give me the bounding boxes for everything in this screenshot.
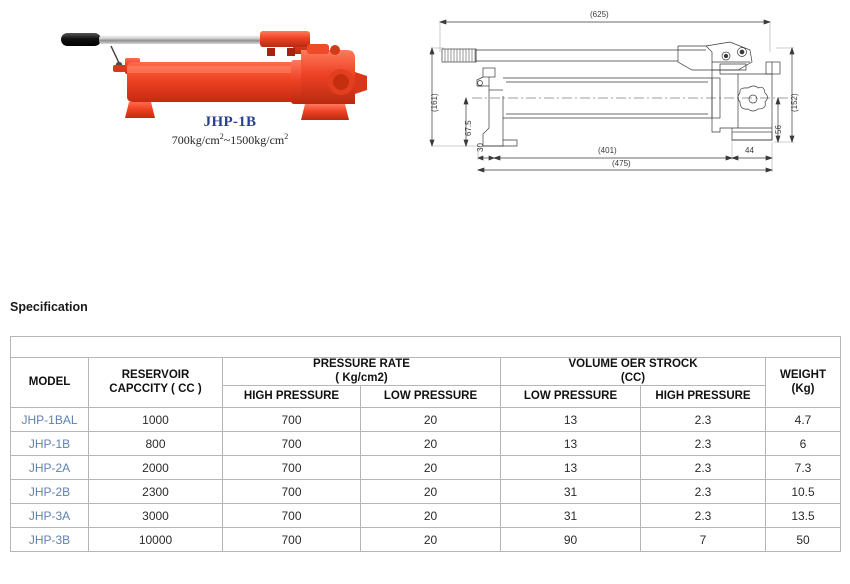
cell-pressure-high: 700 bbox=[222, 527, 361, 553]
cell-volume-low: 31 bbox=[500, 503, 641, 529]
cell-volume-high: 2.3 bbox=[640, 431, 766, 457]
table-row: JHP-2A 2000 700 20 13 2.3 7.3 bbox=[10, 455, 842, 481]
dim-right-small: 56 bbox=[774, 125, 783, 134]
dim-foot-height: 67.5 bbox=[464, 120, 473, 136]
col-header-model: MODEL bbox=[10, 356, 89, 409]
specification-heading: Specification bbox=[10, 300, 88, 314]
cell-weight: 4.7 bbox=[764, 407, 842, 433]
cell-model: JHP-1B bbox=[10, 431, 89, 457]
table-row: JHP-1B 800 700 20 13 2.3 6 bbox=[10, 431, 842, 457]
cell-weight: 6 bbox=[764, 431, 842, 457]
cell-pressure-high: 700 bbox=[222, 455, 361, 481]
cell-weight: 10.5 bbox=[764, 479, 842, 505]
pressure-unit-sup-1: 2 bbox=[219, 132, 224, 141]
col-header-volume-low: LOW PRESSURE bbox=[500, 385, 641, 409]
pump-foot-left bbox=[125, 102, 155, 118]
cell-pressure-low: 20 bbox=[360, 431, 501, 457]
cell-volume-high: 2.3 bbox=[640, 503, 766, 529]
cell-pressure-low: 20 bbox=[360, 455, 501, 481]
cell-weight: 50 bbox=[764, 527, 842, 553]
cell-pressure-high: 700 bbox=[222, 431, 361, 457]
col-header-pressure-rate-line1: PRESSURE RATE bbox=[313, 358, 410, 370]
product-pressure-range: 700kg/cm2~1500kg/cm2 bbox=[110, 132, 350, 148]
col-header-pressure-rate-line2: ( Kg/cm2) bbox=[335, 371, 388, 384]
cell-model: JHP-2B bbox=[10, 479, 89, 505]
cell-reservoir: 2000 bbox=[88, 455, 223, 481]
cell-reservoir: 1000 bbox=[88, 407, 223, 433]
cell-reservoir: 2300 bbox=[88, 479, 223, 505]
pump-foot-right bbox=[301, 104, 349, 120]
cell-model: JHP-3A bbox=[10, 503, 89, 529]
table-row: JHP-1BAL 1000 700 20 13 2.3 4.7 bbox=[10, 407, 842, 433]
specification-table-container: MODEL RESERVOIR CAPCCITY ( CC ) PRESSURE… bbox=[9, 336, 842, 553]
cell-pressure-high: 700 bbox=[222, 503, 361, 529]
cell-volume-high: 7 bbox=[640, 527, 766, 553]
cell-pressure-high: 700 bbox=[222, 479, 361, 505]
dim-overall-length: (625) bbox=[590, 10, 609, 19]
product-overview-section: JHP-1B 700kg/cm2~1500kg/cm2 bbox=[0, 0, 850, 290]
cell-weight: 13.5 bbox=[764, 503, 842, 529]
pressure-range-low: 700kg/cm bbox=[171, 133, 220, 147]
col-header-pressure-low: LOW PRESSURE bbox=[360, 385, 501, 409]
table-header-row-2: HIGH PRESSURE LOW PRESSURE LOW PRESSURE … bbox=[11, 385, 841, 409]
table-row: JHP-3B 10000 700 20 90 7 50 bbox=[10, 527, 842, 553]
technical-drawing: (625) (161) 67.5 30 (401) 44 (475) (152)… bbox=[420, 0, 850, 195]
cell-volume-high: 2.3 bbox=[640, 455, 766, 481]
dim-body-length: (401) bbox=[598, 146, 617, 155]
pressure-range-high: ~1500kg/cm bbox=[223, 133, 285, 147]
cell-pressure-low: 20 bbox=[360, 503, 501, 529]
col-header-weight-line2: (Kg) bbox=[791, 382, 815, 395]
col-header-volume-line2: (CC) bbox=[620, 371, 646, 384]
cell-reservoir: 10000 bbox=[88, 527, 223, 553]
cell-volume-high: 2.3 bbox=[640, 407, 766, 433]
table-body: JHP-1BAL 1000 700 20 13 2.3 4.7 JHP-1B 8… bbox=[10, 407, 842, 553]
col-header-pressure-high: HIGH PRESSURE bbox=[222, 385, 361, 409]
dim-tail-width: 44 bbox=[745, 146, 754, 155]
cell-pressure-high: 700 bbox=[222, 407, 361, 433]
table-header-row-1: MODEL RESERVOIR CAPCCITY ( CC ) PRESSURE… bbox=[10, 356, 842, 409]
col-header-reservoir-line1: RESERVOIR bbox=[121, 369, 190, 381]
col-header-reservoir: RESERVOIR CAPCCITY ( CC ) bbox=[88, 356, 223, 409]
cell-reservoir: 800 bbox=[88, 431, 223, 457]
table-row: JHP-3A 3000 700 20 31 2.3 13.5 bbox=[10, 503, 842, 529]
cell-volume-low: 13 bbox=[500, 407, 641, 433]
cell-model: JHP-2A bbox=[10, 455, 89, 481]
cell-volume-low: 13 bbox=[500, 455, 641, 481]
specification-table: MODEL RESERVOIR CAPCCITY ( CC ) PRESSURE… bbox=[9, 336, 842, 553]
dim-base-length: (475) bbox=[612, 159, 631, 168]
col-header-reservoir-line2: CAPCCITY ( CC ) bbox=[109, 382, 202, 395]
cell-pressure-low: 20 bbox=[360, 527, 501, 553]
cell-pressure-low: 20 bbox=[360, 479, 501, 505]
cell-model: JHP-3B bbox=[10, 527, 89, 553]
product-caption: JHP-1B 700kg/cm2~1500kg/cm2 bbox=[110, 114, 350, 148]
cell-weight: 7.3 bbox=[764, 455, 842, 481]
cell-reservoir: 3000 bbox=[88, 503, 223, 529]
col-header-volume-high: HIGH PRESSURE bbox=[640, 385, 766, 409]
dim-right-height: (152) bbox=[790, 93, 799, 112]
table-spacer-row bbox=[9, 336, 842, 358]
table-row: JHP-2B 2300 700 20 31 2.3 10.5 bbox=[10, 479, 842, 505]
cell-volume-low: 90 bbox=[500, 527, 641, 553]
table-header: MODEL RESERVOIR CAPCCITY ( CC ) PRESSURE… bbox=[9, 336, 842, 409]
cell-pressure-low: 20 bbox=[360, 407, 501, 433]
dim-foot-width: 30 bbox=[476, 143, 485, 152]
cell-volume-low: 31 bbox=[500, 479, 641, 505]
cell-model: JHP-1BAL bbox=[10, 407, 89, 433]
table-spacer-cell bbox=[9, 336, 842, 358]
handle-grip bbox=[61, 33, 101, 46]
dim-body-height: (161) bbox=[430, 93, 439, 112]
col-header-pressure-rate: PRESSURE RATE ( Kg/cm2) bbox=[222, 356, 501, 387]
col-header-weight-line1: WEIGHT bbox=[780, 369, 826, 381]
col-header-weight: WEIGHT (Kg) bbox=[764, 356, 842, 409]
cell-volume-low: 13 bbox=[500, 431, 641, 457]
handle-rod bbox=[99, 35, 269, 44]
pressure-unit-sup-2: 2 bbox=[284, 132, 289, 141]
cell-volume-high: 2.3 bbox=[640, 479, 766, 505]
col-header-volume-line1: VOLUME OER STROCK bbox=[568, 358, 698, 370]
col-header-volume-per-stroke: VOLUME OER STROCK (CC) bbox=[500, 356, 766, 387]
product-model-name: JHP-1B bbox=[203, 114, 257, 130]
product-photo bbox=[55, 20, 385, 130]
